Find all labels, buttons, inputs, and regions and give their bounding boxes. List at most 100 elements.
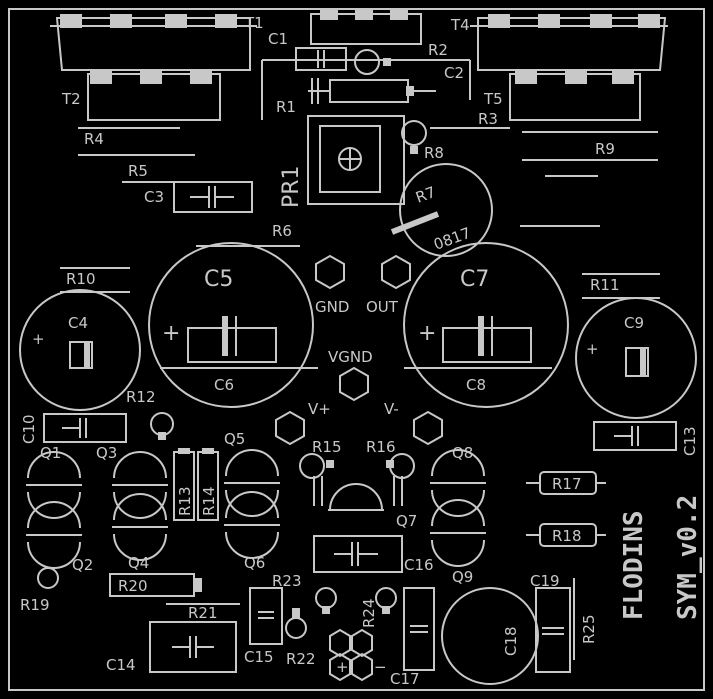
label-C5: C5 (204, 267, 233, 292)
resistor-R24 (375, 587, 397, 614)
pad-vminus (413, 410, 443, 446)
board-version: SYM_v0.2 (673, 495, 703, 620)
trimmer-PR1 (307, 115, 405, 205)
label-R21: R21 (188, 604, 218, 622)
label-R10: R10 (66, 270, 96, 288)
board-outline (8, 8, 705, 691)
transistor-Q9 (430, 499, 486, 567)
transformer-T5 (509, 70, 641, 121)
transformer-T1 (50, 14, 257, 71)
label-R15: R15 (312, 438, 342, 456)
label-R6: R6 (272, 222, 292, 240)
connector-top (310, 10, 422, 45)
label-R22: R22 (286, 650, 316, 668)
label-R13: R13 (176, 486, 194, 516)
label-PR1: PR1 (279, 165, 304, 208)
label-C2: C2 (444, 64, 464, 82)
label-T5: T5 (483, 90, 503, 108)
resistor-R20 (109, 573, 202, 597)
label-C14: C14 (106, 656, 136, 674)
resistor-R8 (401, 120, 427, 154)
label-R17: R17 (552, 475, 582, 493)
cap-C19 (535, 587, 571, 673)
output-plus: + (336, 658, 349, 676)
label-Q9: Q9 (452, 568, 473, 586)
label-R16: R16 (366, 438, 396, 456)
label-C10: C10 (20, 414, 38, 444)
transistor-Q7 (328, 483, 384, 511)
resistor-R13 (173, 448, 195, 521)
label-R25: R25 (580, 614, 598, 644)
label-R11: R11 (590, 276, 620, 294)
cap-C7 (403, 242, 569, 408)
label-R14: R14 (200, 486, 218, 516)
cap-C10 (43, 413, 127, 443)
label-Q2: Q2 (72, 556, 93, 574)
cap-C3 (173, 181, 253, 213)
label-R5: R5 (128, 162, 148, 180)
resistor-R23 (315, 587, 337, 614)
cap-C14 (149, 621, 237, 673)
transistor-Q1 (26, 451, 82, 519)
label-C7: C7 (460, 267, 489, 292)
label-T2: T2 (61, 90, 81, 108)
cap-C18 (441, 587, 539, 685)
connector-output (329, 628, 373, 682)
transformer-T2 (87, 70, 221, 121)
cap-C1b (311, 78, 319, 104)
c9-plus: + (586, 340, 599, 358)
label-C3: C3 (144, 188, 164, 206)
label-Q5: Q5 (224, 430, 245, 448)
label-R23: R23 (272, 572, 302, 590)
cap-C16 (313, 535, 403, 573)
transformer-T4 (470, 14, 668, 71)
label-C17: C17 (390, 670, 420, 688)
transistor-Q8 (430, 449, 486, 517)
label-C18: C18 (502, 626, 520, 656)
transistor-Q3 (112, 451, 168, 519)
transistor-Q2 (26, 501, 82, 569)
label-T4: T4 (450, 16, 470, 34)
label-R2: R2 (428, 41, 448, 59)
resistor-R4 (78, 127, 195, 156)
cap-C15 (249, 587, 283, 645)
label-C8: C8 (466, 376, 486, 394)
label-vplus: V+ (308, 400, 331, 418)
label-R20: R20 (118, 577, 148, 595)
label-C13: C13 (681, 426, 699, 456)
c7-plus: + (418, 321, 436, 346)
label-out: OUT (366, 298, 399, 316)
label-R12: R12 (126, 388, 156, 406)
transistor-Q4 (112, 493, 168, 561)
label-T1: T1 (244, 14, 264, 32)
resistor-R12 (150, 412, 174, 440)
resistor-R18 (526, 523, 606, 547)
board-name: FLODINS (619, 510, 649, 620)
label-R18: R18 (552, 527, 582, 545)
label-R8: R8 (424, 144, 444, 162)
label-Q3: Q3 (96, 444, 117, 462)
resistor-R14 (197, 448, 219, 521)
cap-C4 (19, 289, 141, 411)
output-minus: − (374, 658, 387, 676)
resistor-R15 (299, 453, 334, 506)
label-R1: R1 (276, 98, 296, 116)
thermistor-R7 (390, 163, 493, 257)
label-R19: R19 (20, 596, 50, 614)
pad-vplus (275, 410, 305, 446)
label-vminus: V- (384, 400, 399, 418)
label-Q1: Q1 (40, 444, 61, 462)
resistor-R9 (520, 131, 658, 227)
resistor-R1 (308, 79, 436, 103)
cap-C17 (403, 587, 435, 671)
label-C9: C9 (624, 314, 644, 332)
label-Q7: Q7 (396, 512, 417, 530)
cap-C13 (593, 421, 677, 451)
label-R24: R24 (360, 598, 378, 628)
cap-C5 (148, 242, 318, 408)
resistor-R19 (37, 567, 59, 589)
transistor-small (354, 49, 380, 75)
label-R7: R7 (413, 183, 438, 207)
pad-gnd (315, 254, 345, 290)
